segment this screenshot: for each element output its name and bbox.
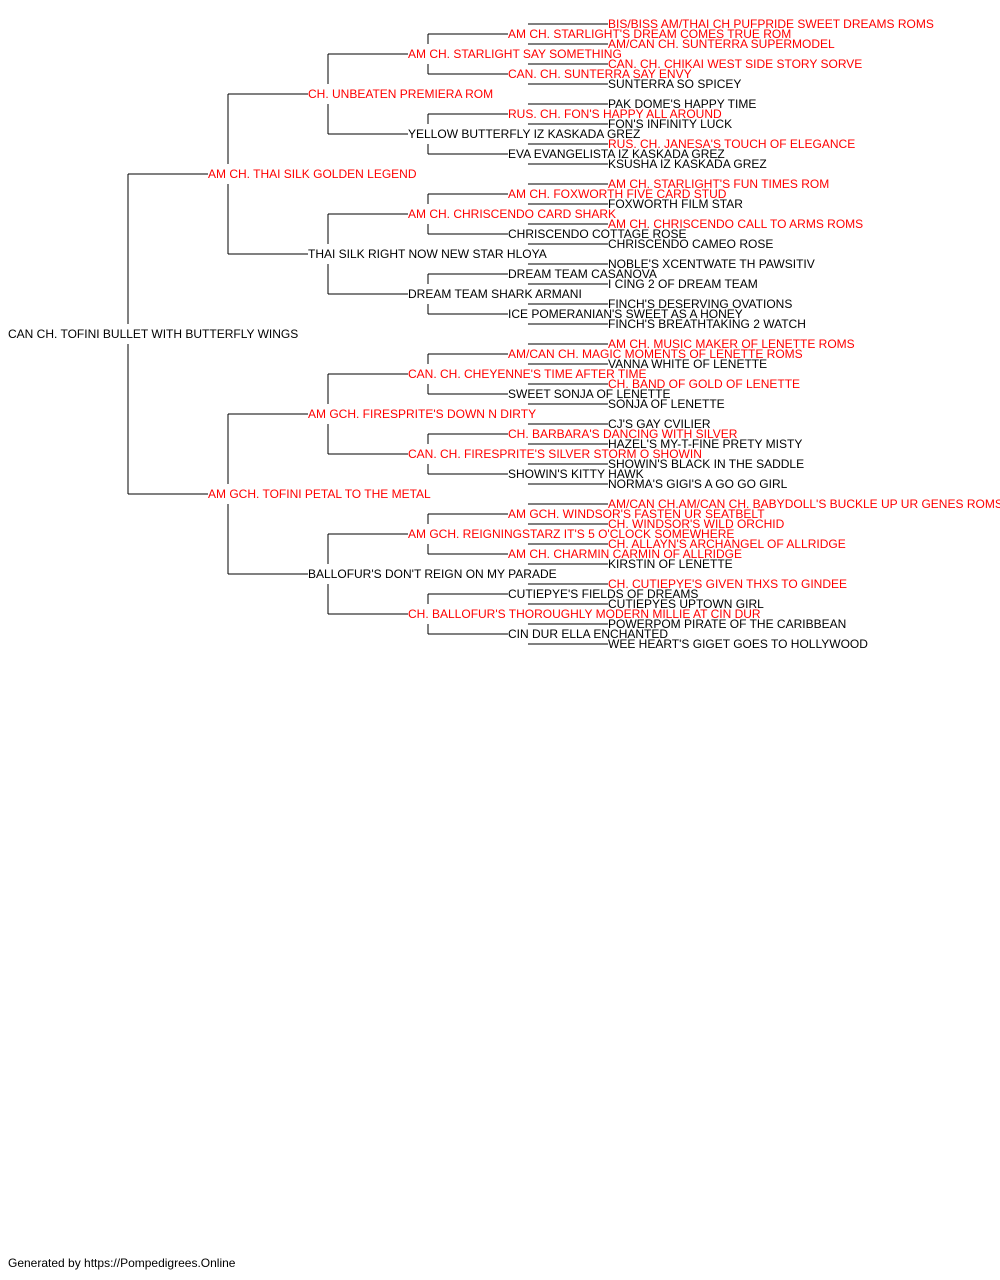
dog-sire-dam-sire-dam-name: CHRISCENDO COTTAGE ROSE	[508, 227, 686, 241]
dog-dam-sire-dam-dam-name: SHOWIN'S KITTY HAWK	[508, 467, 644, 481]
dog-dam-sire-dam-name: CAN. CH. FIRESPRITE'S SILVER STORM O SHO…	[408, 447, 702, 461]
dog-dam-sire-dam-sire-dam-name: HAZEL'S MY-T-FINE PRETY MISTY	[608, 437, 802, 451]
dog-dam-sire-sire-sire-name: AM/CAN CH. MAGIC MOMENTS OF LENETTE ROMS	[508, 347, 803, 361]
dog-dam-sire-dam-sire-sire-name: CJ'S GAY CVILIER	[608, 417, 711, 431]
dog-sire-dam-sire-dam-dam-name: CHRISCENDO CAMEO ROSE	[608, 237, 773, 251]
dog-dam-dam-sire-sire-sire-name: AM/CAN CH.AM/CAN CH. BABYDOLL'S BUCKLE U…	[608, 497, 1000, 511]
dog-sire-name: AM CH. THAI SILK GOLDEN LEGEND	[208, 167, 417, 181]
dog-sire-sire-sire-sire-sire-name: BIS/BISS AM/THAI CH PUFPRIDE SWEET DREAM…	[608, 17, 934, 31]
dog-sire-sire-dam-dam-dam-name: KSUSHA IZ KASKADA GREZ	[608, 157, 767, 171]
dog-sire-dam-dam-name: DREAM TEAM SHARK ARMANI	[408, 287, 582, 301]
dog-sire-sire-sire-dam-name: CAN. CH. SUNTERRA SAY ENVY	[508, 67, 692, 81]
dog-dam-sire-dam-dam-dam-name: NORMA'S GIGI'S A GO GO GIRL	[608, 477, 788, 491]
dog-sire-sire-sire-sire-name: AM CH. STARLIGHT'S DREAM COMES TRUE ROM	[508, 27, 791, 41]
dog-dam-dam-sire-dam-dam-name: KIRSTIN OF LENETTE	[608, 557, 733, 571]
dog-dam-sire-sire-dam-sire-name: CH. BAND OF GOLD OF LENETTE	[608, 377, 800, 391]
dog-dam-dam-dam-dam-name: CIN DUR ELLA ENCHANTED	[508, 627, 668, 641]
dog-sire-dam-dam-sire-dam-name: I CING 2 OF DREAM TEAM	[608, 277, 758, 291]
dog-sire-dam-sire-name: AM CH. CHRISCENDO CARD SHARK	[408, 207, 616, 221]
dog-dam-dam-sire-dam-sire-name: CH. ALLAYN'S ARCHANGEL OF ALLRIDGE	[608, 537, 846, 551]
dog-sire-dam-sire-dam-sire-name: AM CH. CHRISCENDO CALL TO ARMS ROMS	[608, 217, 863, 231]
dog-dam-sire-sire-dam-dam-name: SONJA OF LENETTE	[608, 397, 725, 411]
dog-dam-dam-sire-dam-name: AM CH. CHARMIN CARMIN OF ALLRIDGE	[508, 547, 742, 561]
dog-name: CAN CH. TOFINI BULLET WITH BUTTERFLY WIN…	[8, 327, 298, 341]
dog-sire-sire-dam-sire-sire-name: PAK DOME'S HAPPY TIME	[608, 97, 756, 111]
dog-dam-sire-sire-dam-name: SWEET SONJA OF LENETTE	[508, 387, 670, 401]
dog-dam-sire-sire-sire-dam-name: VANNA WHITE OF LENETTE	[608, 357, 767, 371]
dog-sire-dam-dam-sire-sire-name: NOBLE'S XCENTWATE TH PAWSITIV	[608, 257, 815, 271]
dog-sire-dam-dam-dam-dam-name: FINCH'S BREATHTAKING 2 WATCH	[608, 317, 806, 331]
dog-dam-dam-dam-name: CH. BALLOFUR'S THOROUGHLY MODERN MILLIE …	[408, 607, 761, 621]
dog-sire-sire-dam-dam-name: EVA EVANGELISTA IZ KASKADA GREZ	[508, 147, 725, 161]
dog-sire-dam-sire-sire-sire-name: AM CH. STARLIGHT'S FUN TIMES ROM	[608, 177, 829, 191]
dog-dam-sire-name: AM GCH. FIRESPRITE'S DOWN N DIRTY	[308, 407, 536, 421]
dog-dam-dam-name: BALLOFUR'S DON'T REIGN ON MY PARADE	[308, 567, 557, 581]
dog-sire-dam-sire-sire-name: AM CH. FOXWORTH FIVE CARD STUD	[508, 187, 727, 201]
dog-sire-dam-sire-sire-dam-name: FOXWORTH FILM STAR	[608, 197, 743, 211]
dog-dam-dam-dam-sire-sire-name: CH. CUTIEPYE'S GIVEN THXS TO GINDEE	[608, 577, 847, 591]
dog-dam-dam-dam-sire-dam-name: CUTIEPYES UPTOWN GIRL	[608, 597, 764, 611]
dog-sire-sire-dam-dam-sire-name: RUS. CH. JANESA'S TOUCH OF ELEGANCE	[608, 137, 855, 151]
dog-sire-dam-dam-dam-sire-name: FINCH'S DESERVING OVATIONS	[608, 297, 792, 311]
dog-dam-dam-sire-name: AM GCH. REIGNINGSTARZ IT'S 5 O'CLOCK SOM…	[408, 527, 734, 541]
dog-sire-sire-dam-sire-name: RUS. CH. FON'S HAPPY ALL AROUND	[508, 107, 722, 121]
dog-dam-sire-dam-dam-sire-name: SHOWIN'S BLACK IN THE SADDLE	[608, 457, 804, 471]
dog-dam-dam-dam-sire-name: CUTIEPYE'S FIELDS OF DREAMS	[508, 587, 698, 601]
dog-dam-name: AM GCH. TOFINI PETAL TO THE METAL	[208, 487, 431, 501]
dog-sire-dam-name: THAI SILK RIGHT NOW NEW STAR HLOYA	[308, 247, 547, 261]
dog-sire-sire-sire-sire-dam-name: AM/CAN CH. SUNTERRA SUPERMODEL	[608, 37, 835, 51]
dog-sire-sire-sire-dam-sire-name: CAN. CH. CHIKAI WEST SIDE STORY SORVE	[608, 57, 862, 71]
dog-sire-sire-sire-dam-dam-name: SUNTERRA SO SPICEY	[608, 77, 741, 91]
dog-sire-dam-dam-sire-name: DREAM TEAM CASANOVA	[508, 267, 657, 281]
dog-sire-sire-sire-name: AM CH. STARLIGHT SAY SOMETHING	[408, 47, 622, 61]
dog-dam-sire-sire-name: CAN. CH. CHEYENNE'S TIME AFTER TIME	[408, 367, 647, 381]
footer-credit: Generated by https://Pompedigrees.Online	[8, 1256, 236, 1270]
dog-dam-dam-sire-sire-dam-name: CH. WINDSOR'S WILD ORCHID	[608, 517, 785, 531]
dog-dam-sire-dam-sire-name: CH. BARBARA'S DANCING WITH SILVER	[508, 427, 738, 441]
dog-sire-dam-dam-dam-name: ICE POMERANIAN'S SWEET AS A HONEY	[508, 307, 743, 321]
dog-dam-dam-dam-dam-sire-name: POWERPOM PIRATE OF THE CARIBBEAN	[608, 617, 846, 631]
dog-sire-sire-dam-name: YELLOW BUTTERFLY IZ KASKADA GREZ	[408, 127, 640, 141]
dog-dam-dam-sire-sire-name: AM GCH. WINDSOR'S FASTEN UR SEATBELT	[508, 507, 765, 521]
dog-sire-sire-name: CH. UNBEATEN PREMIERA ROM	[308, 87, 493, 101]
dog-dam-dam-dam-dam-dam-name: WEE HEART'S GIGET GOES TO HOLLYWOOD	[608, 637, 868, 651]
dog-sire-sire-dam-sire-dam-name: FON'S INFINITY LUCK	[608, 117, 732, 131]
dog-dam-sire-sire-sire-sire-name: AM CH. MUSIC MAKER OF LENETTE ROMS	[608, 337, 855, 351]
